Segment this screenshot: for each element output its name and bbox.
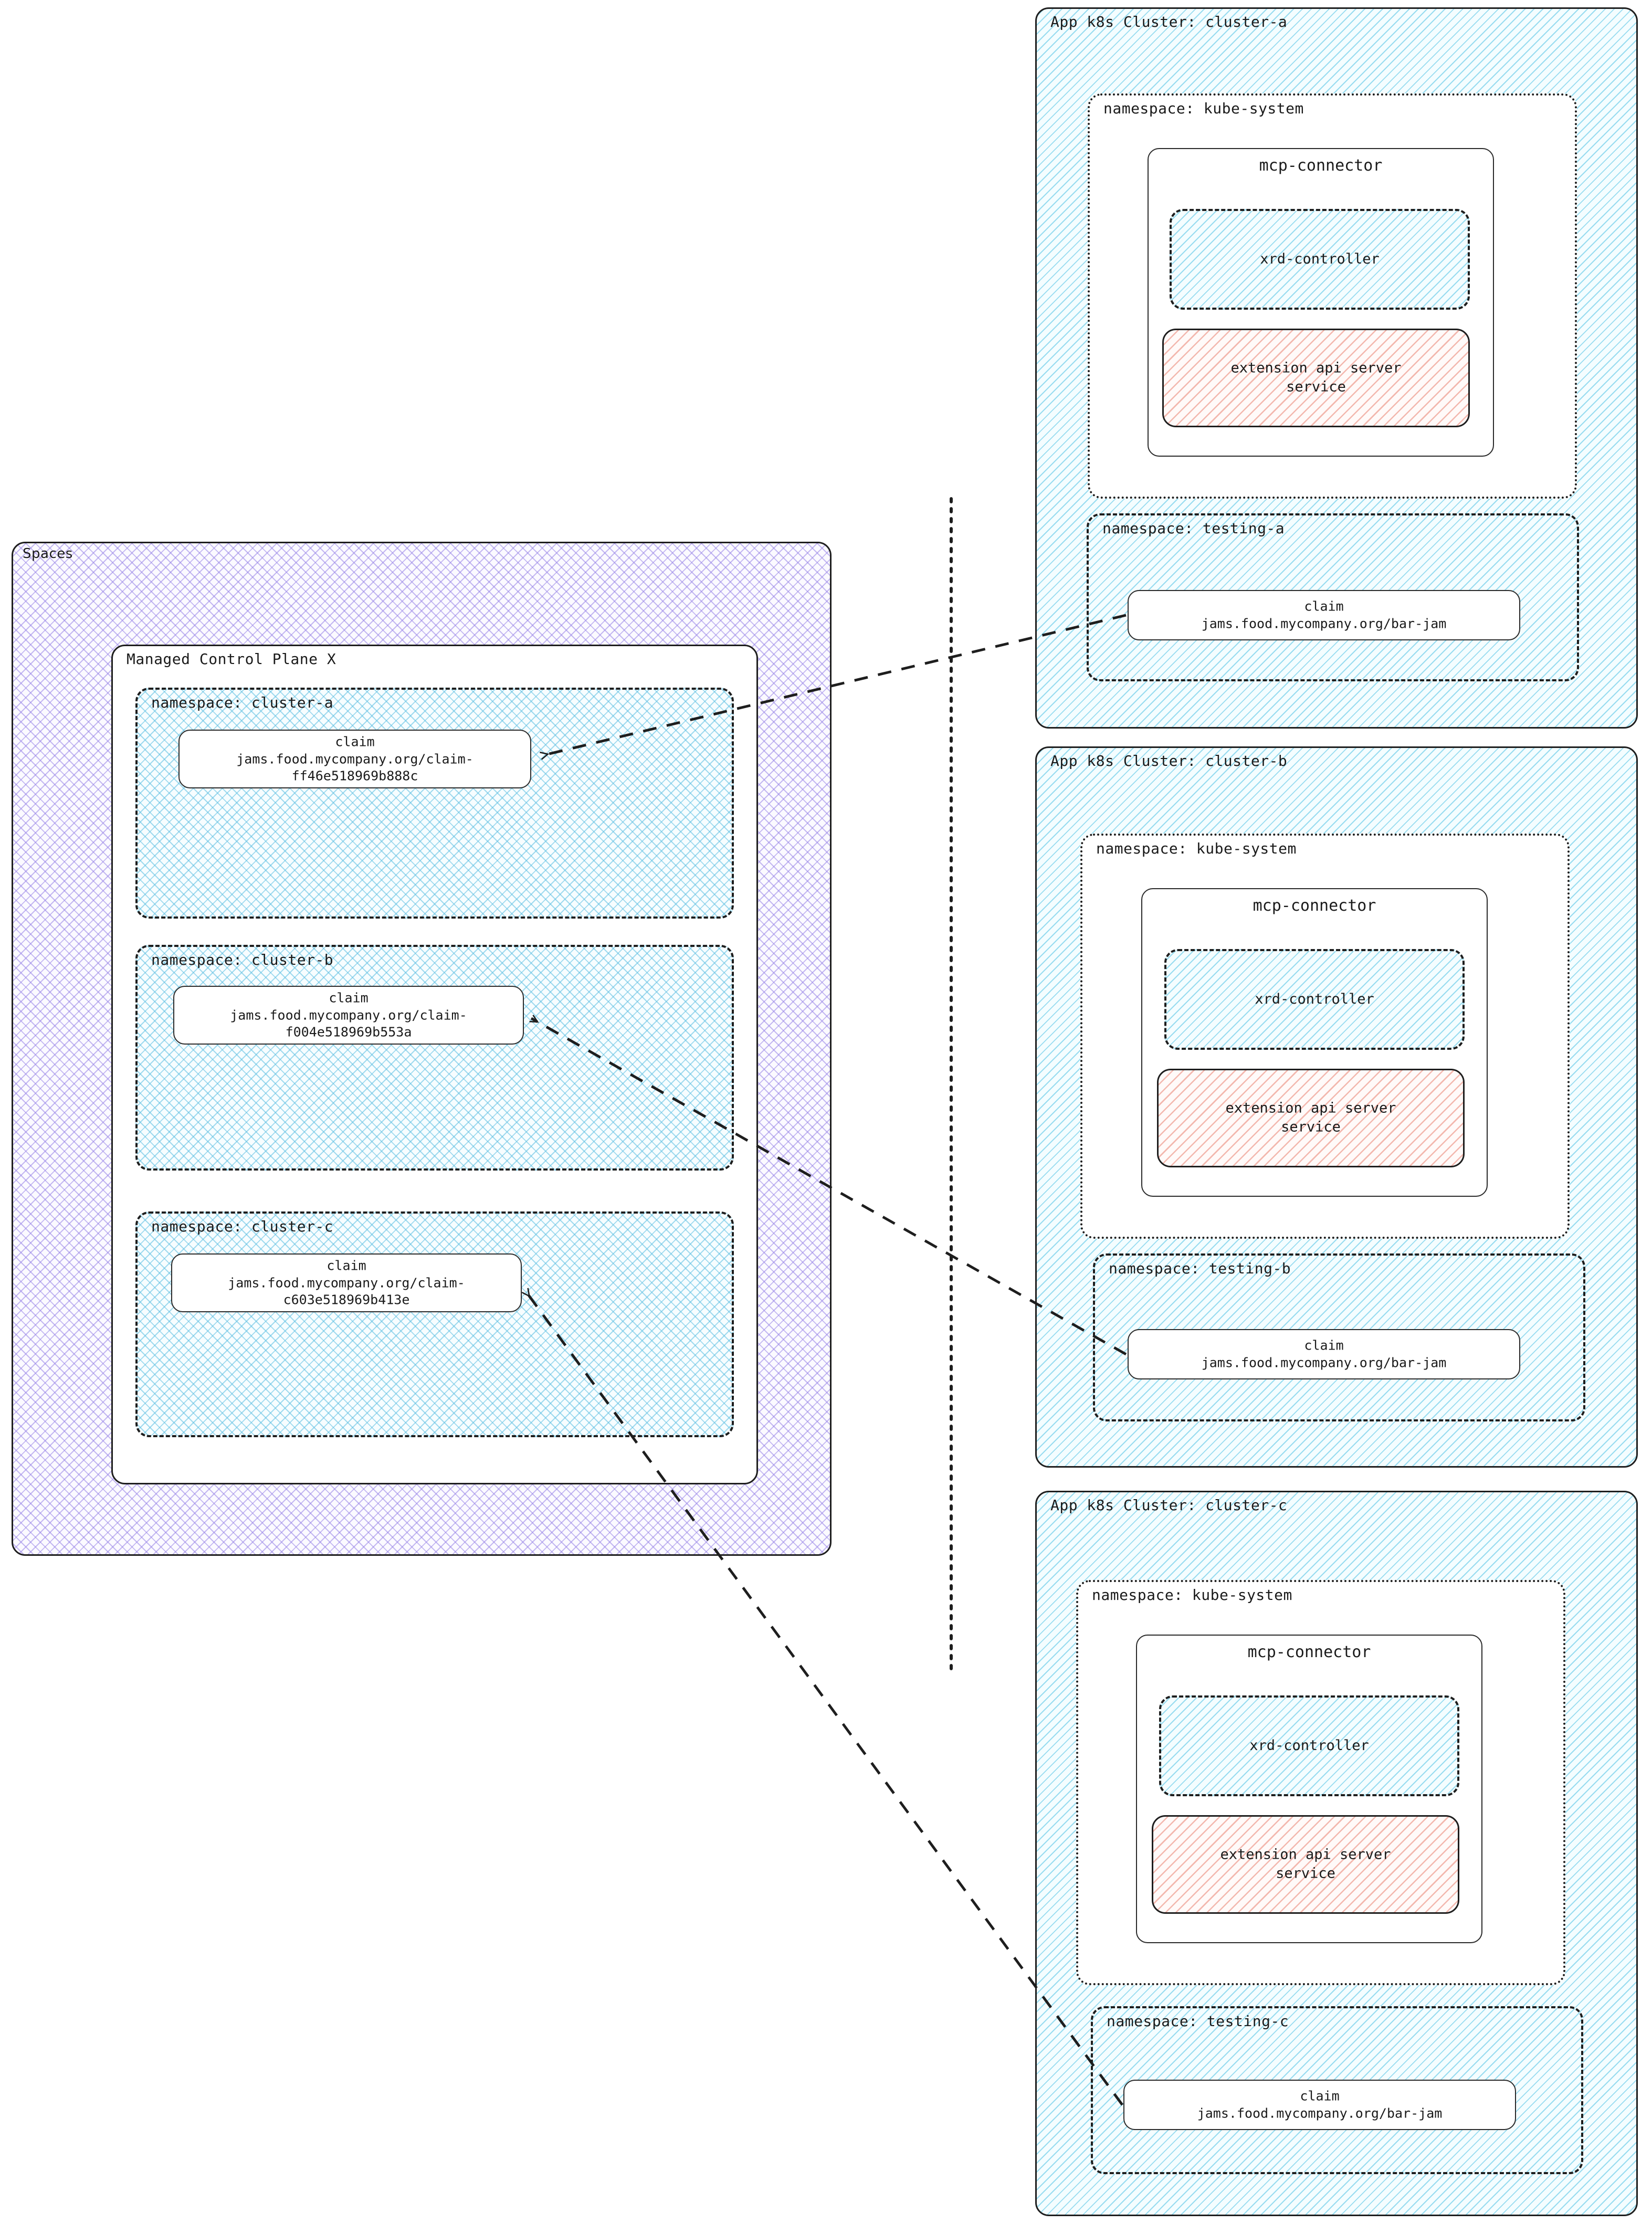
cluster-c-xrd-controller-label: xrd-controller bbox=[1249, 1737, 1369, 1754]
cluster-b-mcp-connector-label: mcp-connector bbox=[1253, 897, 1376, 915]
cluster-c-testing-claim[interactable]: claim jams.food.mycompany.org/bar-jam bbox=[1123, 2080, 1516, 2130]
app-cluster-a-label: App k8s Cluster: cluster-a bbox=[1050, 13, 1288, 30]
cluster-b-xrd-controller-label: xrd-controller bbox=[1255, 990, 1374, 1007]
claim-cluster-a-text: claim jams.food.mycompany.org/claim- ff4… bbox=[184, 733, 526, 785]
cluster-c-testing-label: namespace: testing-c bbox=[1107, 2012, 1289, 2030]
cluster-b-testing-claim[interactable]: claim jams.food.mycompany.org/bar-jam bbox=[1128, 1329, 1520, 1379]
claim-cluster-a-ref: jams.food.mycompany.org/claim- ff46e5189… bbox=[236, 751, 473, 784]
namespace-cluster-b-label: namespace: cluster-b bbox=[151, 951, 334, 968]
cluster-c-extension-api-server-label: extension api server service bbox=[1220, 1846, 1391, 1882]
namespace-cluster-b: namespace: cluster-b bbox=[135, 945, 734, 1171]
cluster-c-xrd-controller: xrd-controller bbox=[1159, 1695, 1459, 1796]
app-cluster-b-label: App k8s Cluster: cluster-b bbox=[1050, 752, 1288, 770]
claim-cluster-b-text: claim jams.food.mycompany.org/claim- f00… bbox=[178, 989, 519, 1041]
cluster-c-kube-system-label: namespace: kube-system bbox=[1092, 1586, 1292, 1604]
cluster-c-testing-claim-kind: claim bbox=[1300, 2088, 1340, 2104]
cluster-b-kube-system-label: namespace: kube-system bbox=[1096, 840, 1297, 857]
cluster-a-testing-claim-text: claim jams.food.mycompany.org/bar-jam bbox=[1133, 598, 1515, 633]
namespace-cluster-a-label: namespace: cluster-a bbox=[151, 694, 334, 711]
cluster-a-kube-system-label: namespace: kube-system bbox=[1103, 100, 1304, 117]
cluster-c-mcp-connector-label: mcp-connector bbox=[1247, 1643, 1371, 1661]
namespace-cluster-c-label: namespace: cluster-c bbox=[151, 1218, 334, 1235]
namespace-cluster-c: namespace: cluster-c bbox=[135, 1211, 734, 1437]
claim-cluster-b-ref: jams.food.mycompany.org/claim- f004e5189… bbox=[230, 1007, 467, 1040]
app-cluster-c-label: App k8s Cluster: cluster-c bbox=[1050, 1497, 1288, 1514]
claim-cluster-a[interactable]: claim jams.food.mycompany.org/claim- ff4… bbox=[178, 730, 531, 788]
cluster-a-extension-api-server: extension api server service bbox=[1162, 329, 1470, 427]
cluster-b-testing-claim-ref: jams.food.mycompany.org/bar-jam bbox=[1201, 1355, 1447, 1370]
cluster-b-testing-claim-text: claim jams.food.mycompany.org/bar-jam bbox=[1133, 1337, 1515, 1372]
cluster-a-mcp-connector-label: mcp-connector bbox=[1259, 156, 1383, 175]
cluster-c-testing-claim-ref: jams.food.mycompany.org/bar-jam bbox=[1197, 2105, 1443, 2121]
cluster-b-extension-api-server-label: extension api server service bbox=[1225, 1100, 1396, 1135]
cluster-b-xrd-controller: xrd-controller bbox=[1164, 949, 1465, 1050]
cluster-a-xrd-controller: xrd-controller bbox=[1170, 209, 1470, 310]
claim-cluster-a-kind: claim bbox=[335, 734, 375, 750]
claim-cluster-b-kind: claim bbox=[329, 990, 369, 1006]
cluster-b-testing-label: namespace: testing-b bbox=[1109, 1260, 1291, 1277]
cluster-a-extension-api-server-label: extension api server service bbox=[1230, 360, 1402, 395]
cluster-a-testing-claim-kind: claim bbox=[1304, 598, 1344, 614]
cluster-c-testing-claim-text: claim jams.food.mycompany.org/bar-jam bbox=[1129, 2088, 1511, 2122]
claim-cluster-c-kind: claim bbox=[327, 1258, 366, 1273]
cluster-b-testing-claim-kind: claim bbox=[1304, 1337, 1344, 1353]
cluster-a-testing-claim-ref: jams.food.mycompany.org/bar-jam bbox=[1201, 616, 1447, 631]
cluster-a-xrd-controller-label: xrd-controller bbox=[1260, 250, 1380, 267]
cluster-b-extension-api-server: extension api server service bbox=[1157, 1069, 1465, 1167]
claim-cluster-b[interactable]: claim jams.food.mycompany.org/claim- f00… bbox=[173, 986, 524, 1045]
cluster-c-extension-api-server: extension api server service bbox=[1152, 1815, 1459, 1914]
cluster-a-testing-label: namespace: testing-a bbox=[1102, 520, 1285, 537]
namespace-cluster-a: namespace: cluster-a bbox=[135, 688, 734, 919]
cluster-a-testing-claim[interactable]: claim jams.food.mycompany.org/bar-jam bbox=[1128, 590, 1520, 640]
claim-cluster-c-text: claim jams.food.mycompany.org/claim- c60… bbox=[176, 1257, 517, 1309]
claim-cluster-c-ref: jams.food.mycompany.org/claim- c603e5189… bbox=[228, 1274, 465, 1308]
spaces-label: Spaces bbox=[23, 546, 73, 562]
claim-cluster-c[interactable]: claim jams.food.mycompany.org/claim- c60… bbox=[171, 1253, 522, 1312]
managed-control-plane-label: Managed Control Plane X bbox=[127, 650, 336, 668]
